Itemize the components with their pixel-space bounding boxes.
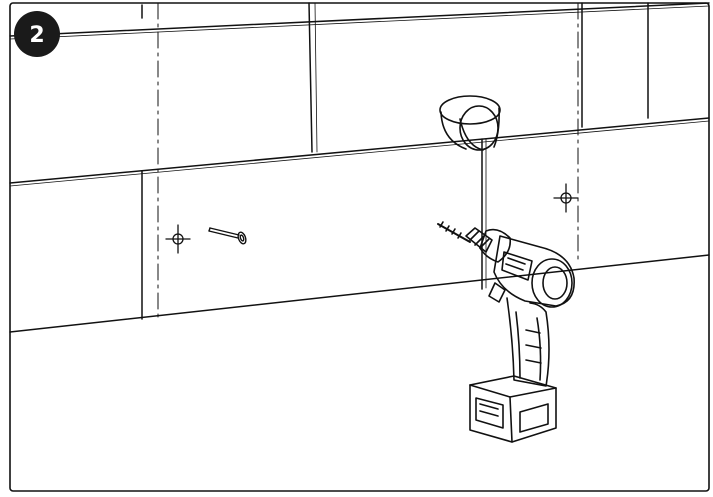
spacer-ring-icon — [439, 95, 501, 151]
crosshair-mark-icon — [165, 224, 191, 254]
step-number: 2 — [29, 23, 44, 48]
step-badge: 2 — [14, 11, 60, 57]
diagram-frame — [9, 2, 710, 492]
crosshair-mark-icon — [553, 183, 579, 213]
tile-wall — [9, 2, 710, 333]
drill-icon — [437, 221, 575, 443]
drill-guide-lines — [157, 2, 579, 319]
wall-plug-icon — [208, 227, 247, 245]
